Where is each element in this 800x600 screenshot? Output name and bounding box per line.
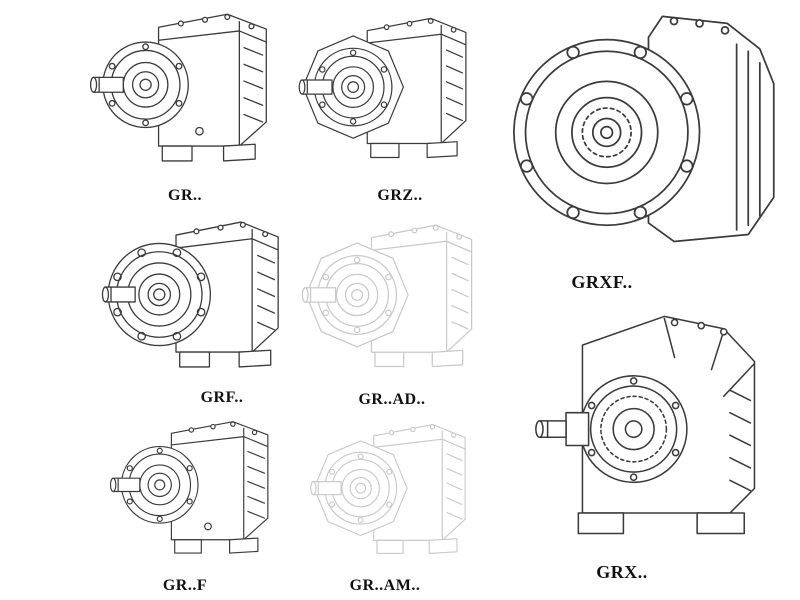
figure-gr-f — [98, 415, 293, 573]
grz-label: GRZ.. — [377, 187, 423, 204]
grf-label: GRF.. — [200, 389, 244, 406]
grx-gearbox-drawing — [505, 298, 793, 554]
gr-gearbox-drawing — [88, 4, 283, 186]
grx-label: GRX.. — [596, 562, 648, 582]
figure-gr-ad — [292, 218, 492, 388]
figure-grxf — [500, 2, 790, 264]
figure-gr — [88, 4, 283, 186]
figure-grx — [505, 298, 793, 554]
gr-ad-gearbox-drawing — [292, 218, 492, 388]
gr-label: GR.. — [168, 187, 202, 204]
grz-gearbox-drawing — [295, 4, 480, 186]
gr-am-label: GR..AM.. — [349, 577, 421, 594]
grxf-label: GRXF.. — [571, 272, 633, 292]
gr-ad-label: GR..AD.. — [358, 391, 426, 408]
gr-am-gearbox-drawing — [295, 418, 490, 573]
gr-f-gearbox-drawing — [98, 415, 293, 573]
figure-grz — [295, 4, 480, 186]
figure-gr-am — [295, 418, 490, 573]
grf-gearbox-drawing — [98, 212, 293, 390]
grxf-gearbox-drawing — [500, 2, 790, 264]
gr-f-label: GR..F — [162, 577, 208, 594]
figure-grf — [98, 212, 293, 390]
